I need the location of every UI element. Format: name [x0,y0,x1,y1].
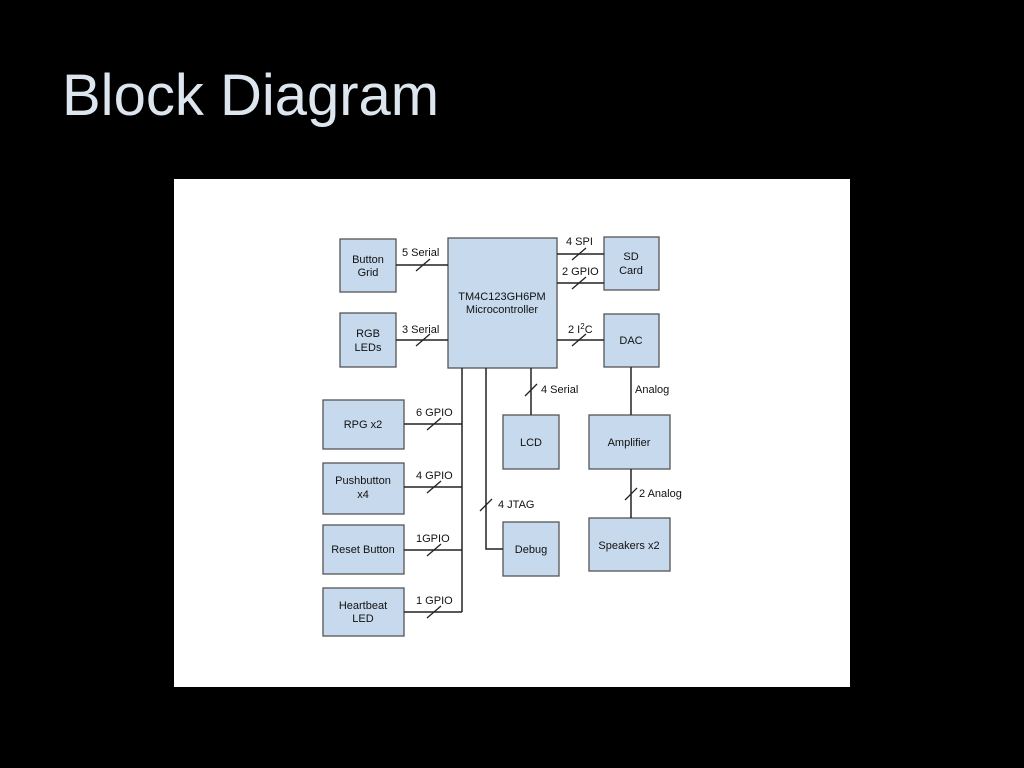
svg-text:LEDs: LEDs [355,342,382,354]
label-dac-amp: Analog [635,384,669,396]
label-rgb-leds: 3 Serial [402,324,439,336]
lcd-block: LCD [502,414,560,470]
svg-text:Reset Button: Reset Button [331,544,395,556]
label-lcd: 4 Serial [541,384,578,396]
block-diagram: Button Grid RGB LEDs TM4C123GH6PM Microc… [174,179,850,687]
svg-text:Microcontroller: Microcontroller [466,304,538,316]
button-grid-block: Button Grid [339,238,397,293]
heartbeat-led-block: Heartbeat LED [322,587,405,637]
svg-text:LED: LED [352,613,373,625]
sd-card-block: SD Card [603,236,660,291]
svg-text:Grid: Grid [358,267,379,279]
svg-text:TM4C123GH6PM: TM4C123GH6PM [458,291,545,303]
label-amp-speakers: 2 Analog [639,488,682,500]
svg-text:Card: Card [619,265,643,277]
svg-text:Debug: Debug [515,544,547,556]
svg-text:RGB: RGB [356,328,380,340]
dac-block: DAC [603,313,660,368]
label-pushbutton: 4 GPIO [416,470,453,482]
svg-text:Speakers x2: Speakers x2 [598,540,659,552]
svg-text:x4: x4 [357,489,369,501]
label-sd-gpio: 2 GPIO [562,266,599,278]
svg-text:Amplifier: Amplifier [608,437,651,449]
speakers-block: Speakers x2 [588,517,671,572]
rpg-block: RPG x2 [322,399,405,450]
svg-text:SD: SD [623,251,638,263]
svg-text:Heartbeat: Heartbeat [339,600,387,612]
pushbutton-block: Pushbutton x4 [322,462,405,515]
wires [396,247,638,619]
microcontroller-block: TM4C123GH6PM Microcontroller [447,237,558,369]
reset-button-block: Reset Button [322,524,405,575]
rgb-leds-block: RGB LEDs [339,312,397,368]
svg-text:Button: Button [352,254,384,266]
label-reset: 1GPIO [416,533,450,545]
label-button-grid: 5 Serial [402,247,439,259]
svg-text:RPG x2: RPG x2 [344,419,383,431]
label-rpg: 6 GPIO [416,407,453,419]
svg-text:Pushbutton: Pushbutton [335,475,391,487]
label-sd-spi: 4 SPI [566,236,593,248]
svg-text:LCD: LCD [520,437,542,449]
label-debug: 4 JTAG [498,499,534,511]
debug-block: Debug [502,521,560,577]
label-heartbeat: 1 GPIO [416,595,453,607]
label-dac-i2c: 2 I2C [568,322,593,336]
svg-text:DAC: DAC [619,335,642,347]
amplifier-block: Amplifier [588,414,671,470]
slide-title: Block Diagram [62,63,440,128]
